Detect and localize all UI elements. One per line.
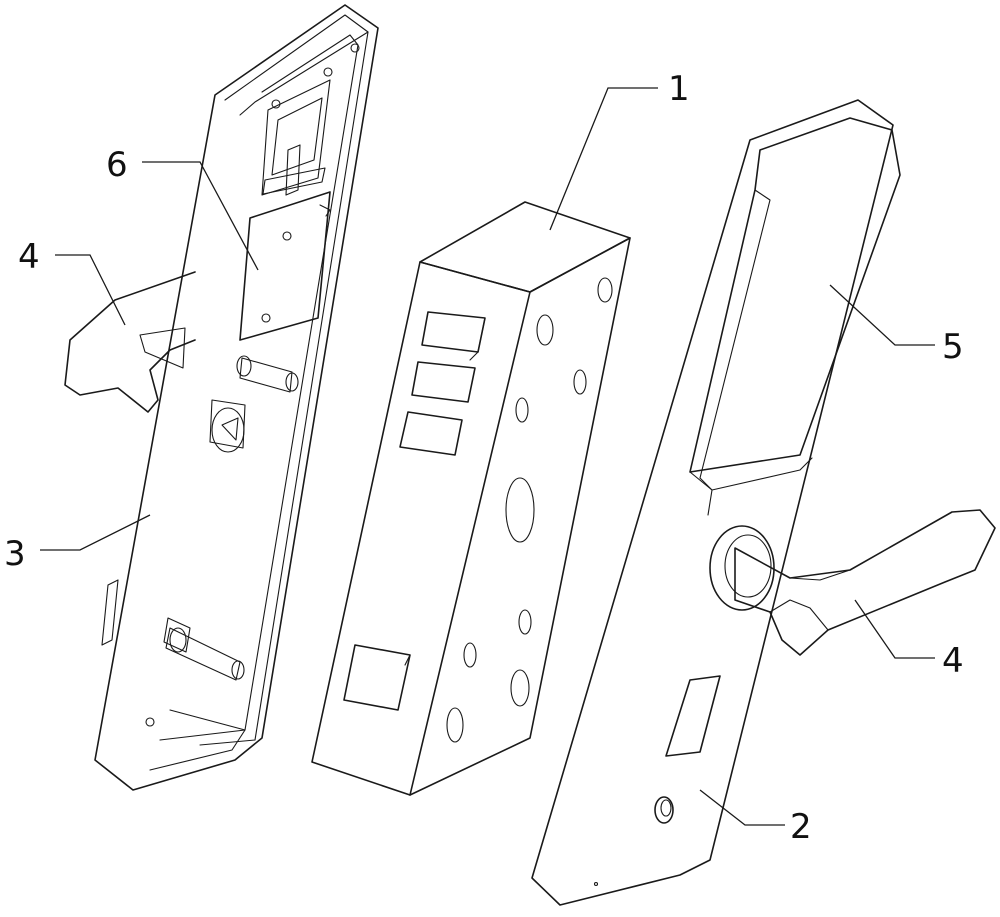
front-panel bbox=[531, 99, 901, 906]
label-motor-plate: 6 bbox=[106, 145, 128, 185]
handle-front bbox=[734, 509, 996, 656]
leader-4-back bbox=[55, 254, 126, 326]
label-front-panel: 2 bbox=[790, 807, 812, 847]
lock-body bbox=[311, 201, 631, 796]
leader-lines bbox=[40, 87, 935, 826]
leader-2 bbox=[699, 789, 785, 826]
label-body: 1 bbox=[668, 69, 690, 109]
label-display: 5 bbox=[942, 327, 964, 367]
leader-3 bbox=[40, 514, 151, 551]
leader-1 bbox=[549, 87, 658, 231]
part-labels: 1 6 4 3 5 4 2 bbox=[4, 69, 964, 847]
label-handle-back: 4 bbox=[18, 237, 40, 277]
back-panel bbox=[94, 4, 379, 791]
leader-4-front bbox=[854, 599, 935, 659]
handle-back bbox=[64, 271, 196, 413]
leader-6 bbox=[142, 161, 259, 271]
label-handle-front: 4 bbox=[942, 641, 964, 681]
leader-5 bbox=[829, 284, 935, 346]
label-back-panel: 3 bbox=[4, 534, 26, 574]
